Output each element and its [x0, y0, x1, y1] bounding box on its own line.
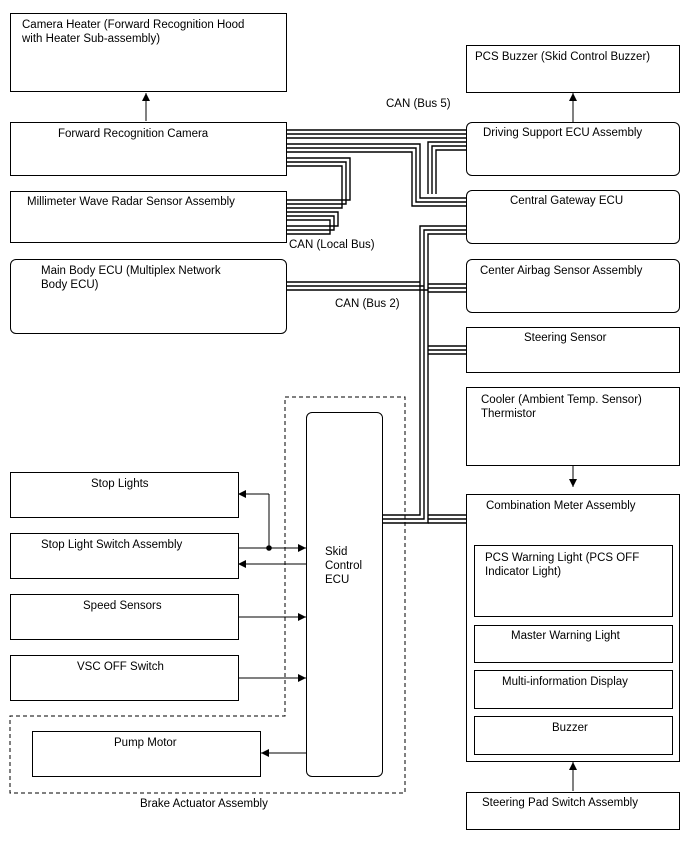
- stop-light-switch-box: Stop Light Switch Assembly: [10, 533, 239, 579]
- center-airbag-label: Center Airbag Sensor Assembly: [480, 265, 643, 277]
- pcs-warning-light-label: PCS Warning Light (PCS OFF Indicator Lig…: [485, 552, 640, 578]
- steering-sensor-label: Steering Sensor: [524, 332, 607, 344]
- vsc-off-switch-label: VSC OFF Switch: [77, 661, 164, 673]
- forward-camera-label: Forward Recognition Camera: [58, 128, 209, 140]
- can-bus5-label: CAN (Bus 5): [386, 98, 451, 110]
- pcs-buzzer-box: PCS Buzzer (Skid Control Buzzer): [466, 45, 680, 93]
- steering-pad-switch-label: Steering Pad Switch Assembly: [482, 797, 638, 809]
- combination-meter-label: Combination Meter Assembly: [486, 500, 636, 512]
- can-bus2-label: CAN (Bus 2): [335, 298, 400, 310]
- stop-lights-label: Stop Lights: [91, 478, 149, 490]
- mmw-radar-label: Millimeter Wave Radar Sensor Assembly: [27, 196, 235, 208]
- forward-camera-box: Forward Recognition Camera: [10, 122, 287, 176]
- cooler-thermistor-box: Cooler (Ambient Temp. Sensor) Thermistor: [466, 387, 680, 466]
- main-body-ecu-box: Main Body ECU (Multiplex Network Body EC…: [10, 259, 287, 334]
- central-gateway-label: Central Gateway ECU: [510, 195, 624, 207]
- can-bus-lines: [286, 129, 466, 524]
- speed-sensors-box: Speed Sensors: [10, 594, 239, 640]
- brake-actuator-label: Brake Actuator Assembly: [140, 798, 268, 810]
- speed-sensors-label: Speed Sensors: [83, 600, 162, 612]
- pcs-buzzer-label: PCS Buzzer (Skid Control Buzzer): [475, 51, 651, 63]
- multi-info-display-label: Multi-information Display: [502, 676, 628, 688]
- pump-motor-label: Pump Motor: [114, 737, 177, 749]
- skid-control-ecu-label: Skid Control ECU: [325, 546, 363, 586]
- mmw-radar-box: Millimeter Wave Radar Sensor Assembly: [10, 191, 287, 243]
- center-airbag-box: Center Airbag Sensor Assembly: [466, 259, 680, 313]
- stop-lights-box: Stop Lights: [10, 472, 239, 518]
- buzzer-box: Buzzer: [474, 716, 673, 755]
- central-gateway-box: Central Gateway ECU: [466, 190, 680, 244]
- skid-control-ecu-box: Skid Control ECU: [306, 412, 383, 777]
- camera-heater-box: Camera Heater (Forward Recognition Hood …: [10, 13, 287, 92]
- pcs-warning-light-box: PCS Warning Light (PCS OFF Indicator Lig…: [474, 545, 673, 617]
- steering-pad-switch-box: Steering Pad Switch Assembly: [466, 792, 680, 830]
- steering-sensor-box: Steering Sensor: [466, 327, 680, 373]
- junction-dot: [266, 545, 272, 551]
- can-local-bus-label: CAN (Local Bus): [289, 239, 375, 251]
- master-warning-light-label: Master Warning Light: [511, 630, 620, 642]
- multi-info-display-box: Multi-information Display: [474, 670, 673, 709]
- buzzer-label: Buzzer: [552, 722, 588, 734]
- vsc-off-switch-box: VSC OFF Switch: [10, 655, 239, 701]
- cooler-thermistor-label: Cooler (Ambient Temp. Sensor) Thermistor: [481, 394, 642, 420]
- pump-motor-box: Pump Motor: [32, 731, 261, 777]
- main-body-ecu-label: Main Body ECU (Multiplex Network Body EC…: [41, 265, 221, 291]
- master-warning-light-box: Master Warning Light: [474, 625, 673, 663]
- stop-light-switch-label: Stop Light Switch Assembly: [41, 539, 183, 551]
- camera-heater-label: Camera Heater (Forward Recognition Hood …: [22, 19, 245, 45]
- driving-support-ecu-box: Driving Support ECU Assembly: [466, 122, 680, 176]
- driving-support-ecu-label: Driving Support ECU Assembly: [483, 127, 643, 139]
- brake-actuator-outline: [9, 396, 406, 794]
